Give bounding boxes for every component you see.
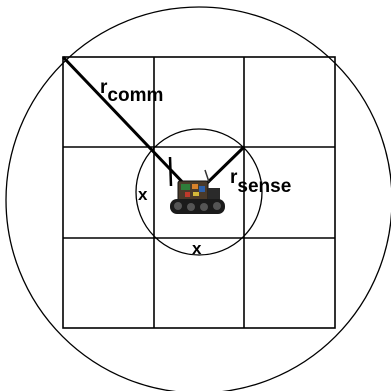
robot-board-red: [185, 192, 190, 197]
robot-mast: [205, 170, 209, 182]
robot-wheel: [187, 203, 195, 211]
x-bottom-label: x: [192, 239, 202, 258]
robot-wheel: [200, 203, 208, 211]
robot-board-green: [181, 184, 190, 190]
robot-board-blue: [199, 186, 205, 192]
robot-board-orange: [192, 184, 198, 189]
r-sense-subscript: sense: [237, 176, 291, 197]
tracked-robot-icon: [170, 157, 225, 214]
svg-text:rsense: rsense: [230, 167, 291, 197]
robot-wheel: [174, 202, 182, 210]
robot-wheel: [213, 202, 221, 210]
x-left-label: x: [138, 185, 148, 204]
robot-antenna: [170, 157, 171, 186]
robot-board-yellow: [193, 192, 199, 196]
r-comm-subscript: comm: [107, 85, 163, 106]
